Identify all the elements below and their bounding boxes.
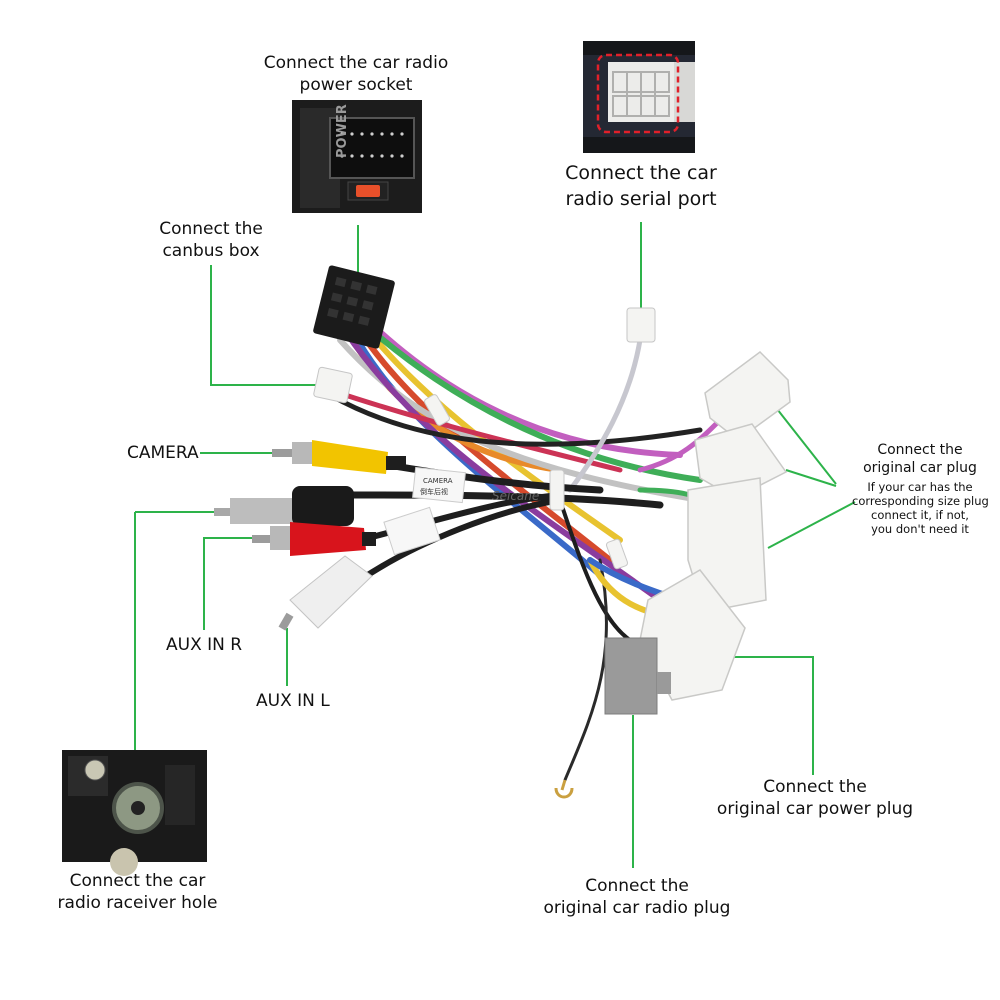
canbus-connector <box>313 366 353 404</box>
original-radio-plug <box>604 637 671 715</box>
radio-plug-label-line-2: original car radio plug <box>543 898 731 918</box>
receiver-hole-photo <box>62 750 207 876</box>
original-plug-note-line-4: you don't need it <box>871 522 969 536</box>
receiver-hole-label: Connect the car radio raceiver hole <box>50 870 225 914</box>
original-plug-note-line-2: corresponding size plug <box>852 494 989 508</box>
camera-label: CAMERA <box>127 443 199 463</box>
canbus-label-line-1: Connect the <box>159 219 263 239</box>
receiver-hole-label-line-1: Connect the car <box>69 871 206 891</box>
original-plug-note-line-3: connect it, if not, <box>871 508 969 522</box>
leader-lines <box>134 222 856 868</box>
receiver-hole-label-line-2: radio raceiver hole <box>57 893 218 913</box>
original-plug-label: Connect the original car plug <box>850 441 990 477</box>
canbus-label: Connect the canbus box <box>150 218 272 262</box>
power-plug-label-line-1: Connect the <box>763 777 867 797</box>
power-plug-label-line-2: original car power plug <box>716 799 914 819</box>
camera-rca-plug <box>272 440 406 474</box>
radio-plug-label: Connect the original car radio plug <box>540 875 734 919</box>
radio-plug-label-line-1: Connect the <box>585 876 689 896</box>
power-socket-label: Connect the car radio power socket <box>258 52 454 96</box>
serial-port-label-line-1: Connect the car <box>565 162 717 184</box>
ground-lug <box>554 779 574 799</box>
serial-connector <box>626 307 656 343</box>
aux-l-rca-plug <box>278 555 373 631</box>
camera-tag: CAMERA 倒车后视 <box>412 466 466 504</box>
serial-port-label-line-2: radio serial port <box>565 188 717 210</box>
original-car-plugs <box>639 351 791 701</box>
original-plug-note: If your car has the corresponding size p… <box>852 480 989 536</box>
camera-tag-cn-text: 倒车后视 <box>420 487 448 496</box>
receiver-antenna-plug <box>214 486 354 526</box>
power-plug-label: Connect the original car power plug <box>714 776 916 820</box>
power-socket-label-line-2: power socket <box>299 75 413 95</box>
canbus-label-line-2: canbus box <box>162 241 260 261</box>
power-socket-photo: POWER <box>292 100 422 213</box>
cable-ties <box>424 394 629 570</box>
power-connector <box>313 265 395 349</box>
original-plug-label-line-2: original car plug <box>863 460 977 476</box>
wire-bundle <box>327 315 723 782</box>
power-socket-label-line-1: Connect the car radio <box>263 53 449 73</box>
aux-tag <box>383 506 441 556</box>
aux-r-rca-plug <box>252 522 376 556</box>
original-plug-label-line-1: Connect the <box>877 442 963 458</box>
aux-r-label: AUX IN R <box>166 635 243 655</box>
camera-tag-text: CAMERA <box>423 477 453 485</box>
original-plug-note-line-1: If your car has the <box>867 480 973 494</box>
aux-l-label: AUX IN L <box>256 691 330 711</box>
serial-port-photo <box>583 41 695 153</box>
brand-print: Seicane <box>492 489 539 503</box>
serial-port-label: Connect the car radio serial port <box>548 160 734 212</box>
power-print-text: POWER <box>335 104 350 158</box>
